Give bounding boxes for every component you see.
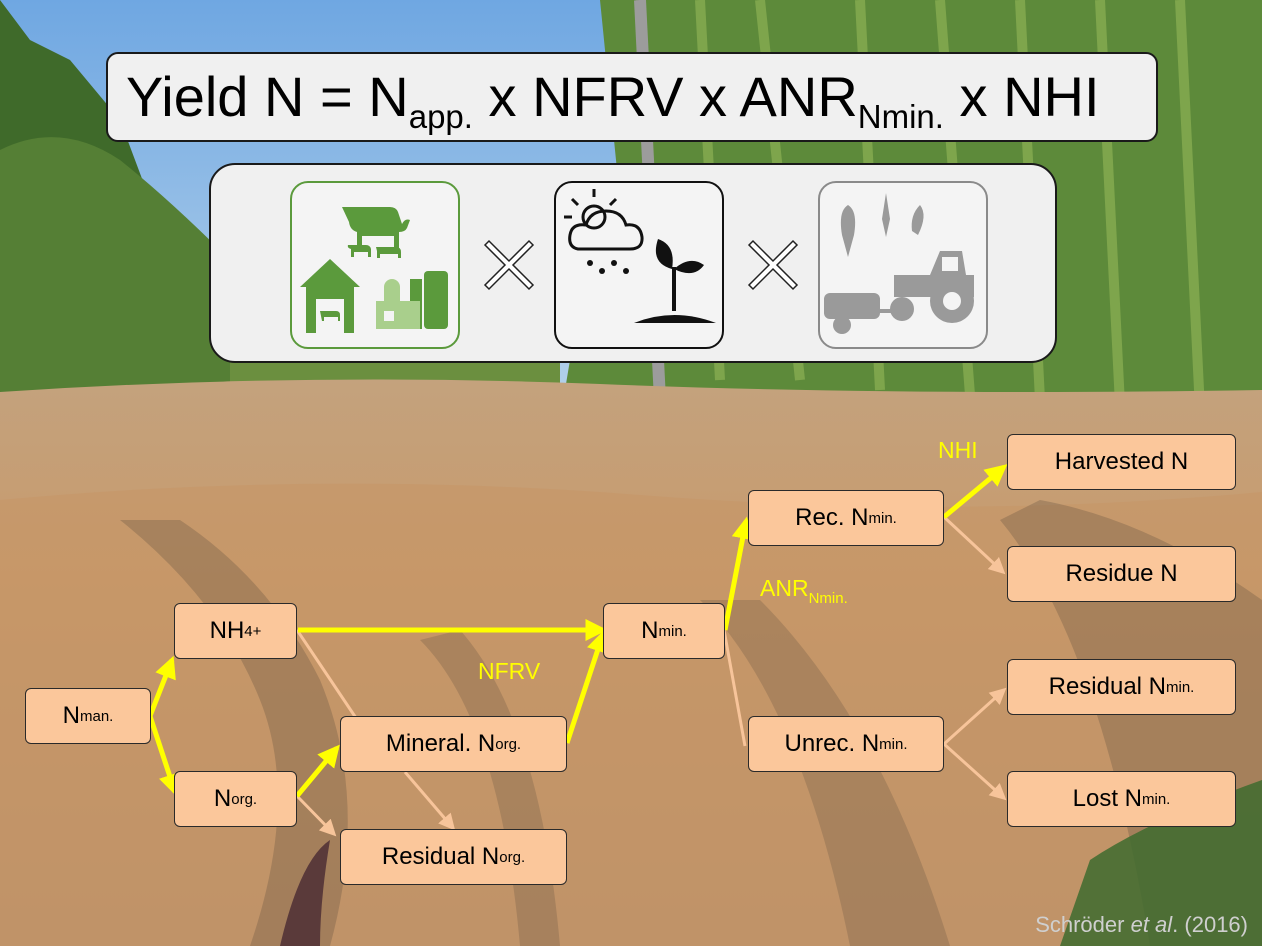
node-residual-nmin-sub: min.: [1166, 678, 1195, 696]
node-harvested-n: Harvested N: [1007, 434, 1236, 490]
title-app-subscript: app.: [408, 98, 473, 135]
node-residual-org-sub: org.: [499, 848, 526, 866]
yield-n-formula: Yield N = Napp. x NFRV x ANRNmin. x NHI: [106, 52, 1158, 142]
node-n-min-sub: min.: [658, 622, 687, 640]
node-n-organic-text: N: [213, 785, 232, 812]
node-rec-text: Rec. N: [795, 504, 869, 531]
node-nh4-sub: 4: [244, 622, 253, 640]
node-mineral-text: Mineral. N: [385, 730, 496, 757]
node-unrec-text: Unrec. N: [784, 730, 880, 757]
livestock-farm-icon: [290, 181, 460, 349]
label-anr-base: ANR: [760, 575, 809, 601]
multiply-icon: [747, 239, 799, 291]
label-nfrv: NFRV: [478, 658, 541, 684]
label-anr-nmin: ANRNmin.: [760, 575, 848, 607]
label-nhi: NHI: [938, 437, 978, 463]
node-lost-text: Lost N: [1072, 785, 1143, 812]
title-base-text: Yield N = N: [126, 65, 409, 128]
citation-etal: et al: [1130, 912, 1173, 937]
citation: Schröder et al. (2016): [1035, 912, 1248, 938]
node-n-min-text: N: [641, 617, 659, 644]
node-residual-org-text: Residual N: [381, 843, 500, 870]
factor-icons-panel: [209, 163, 1057, 363]
node-lost-sub: min.: [1142, 790, 1171, 808]
node-n-manure-text: N: [62, 702, 80, 729]
node-nh4-text: NH: [209, 617, 245, 644]
label-anr-sub: Nmin.: [808, 590, 848, 607]
node-unrec-sub: min.: [879, 735, 908, 753]
node-rec-sub: min.: [868, 509, 897, 527]
node-mineral-sub: org.: [495, 735, 522, 753]
node-n-manure-sub: man.: [79, 707, 114, 725]
node-nh4-sup: +: [252, 622, 262, 640]
title-end-text: x NHI: [943, 65, 1100, 128]
node-residue-text: Residue N: [1065, 560, 1178, 587]
multiply-icon: [483, 239, 535, 291]
title-middle-text: x NFRV x ANR: [472, 65, 858, 128]
title-anr-subscript: Nmin.: [857, 98, 944, 135]
node-harvested-text: Harvested N: [1054, 448, 1189, 475]
node-n-organic-sub: org.: [231, 790, 258, 808]
citation-author: Schröder: [1035, 912, 1131, 937]
weather-plant-icon: [554, 181, 724, 349]
citation-year: . (2016): [1172, 912, 1248, 937]
node-residual-nmin-text: Residual N: [1048, 673, 1167, 700]
crop-machinery-icon: [818, 181, 988, 349]
node-residue-n: Residue N: [1007, 546, 1236, 602]
